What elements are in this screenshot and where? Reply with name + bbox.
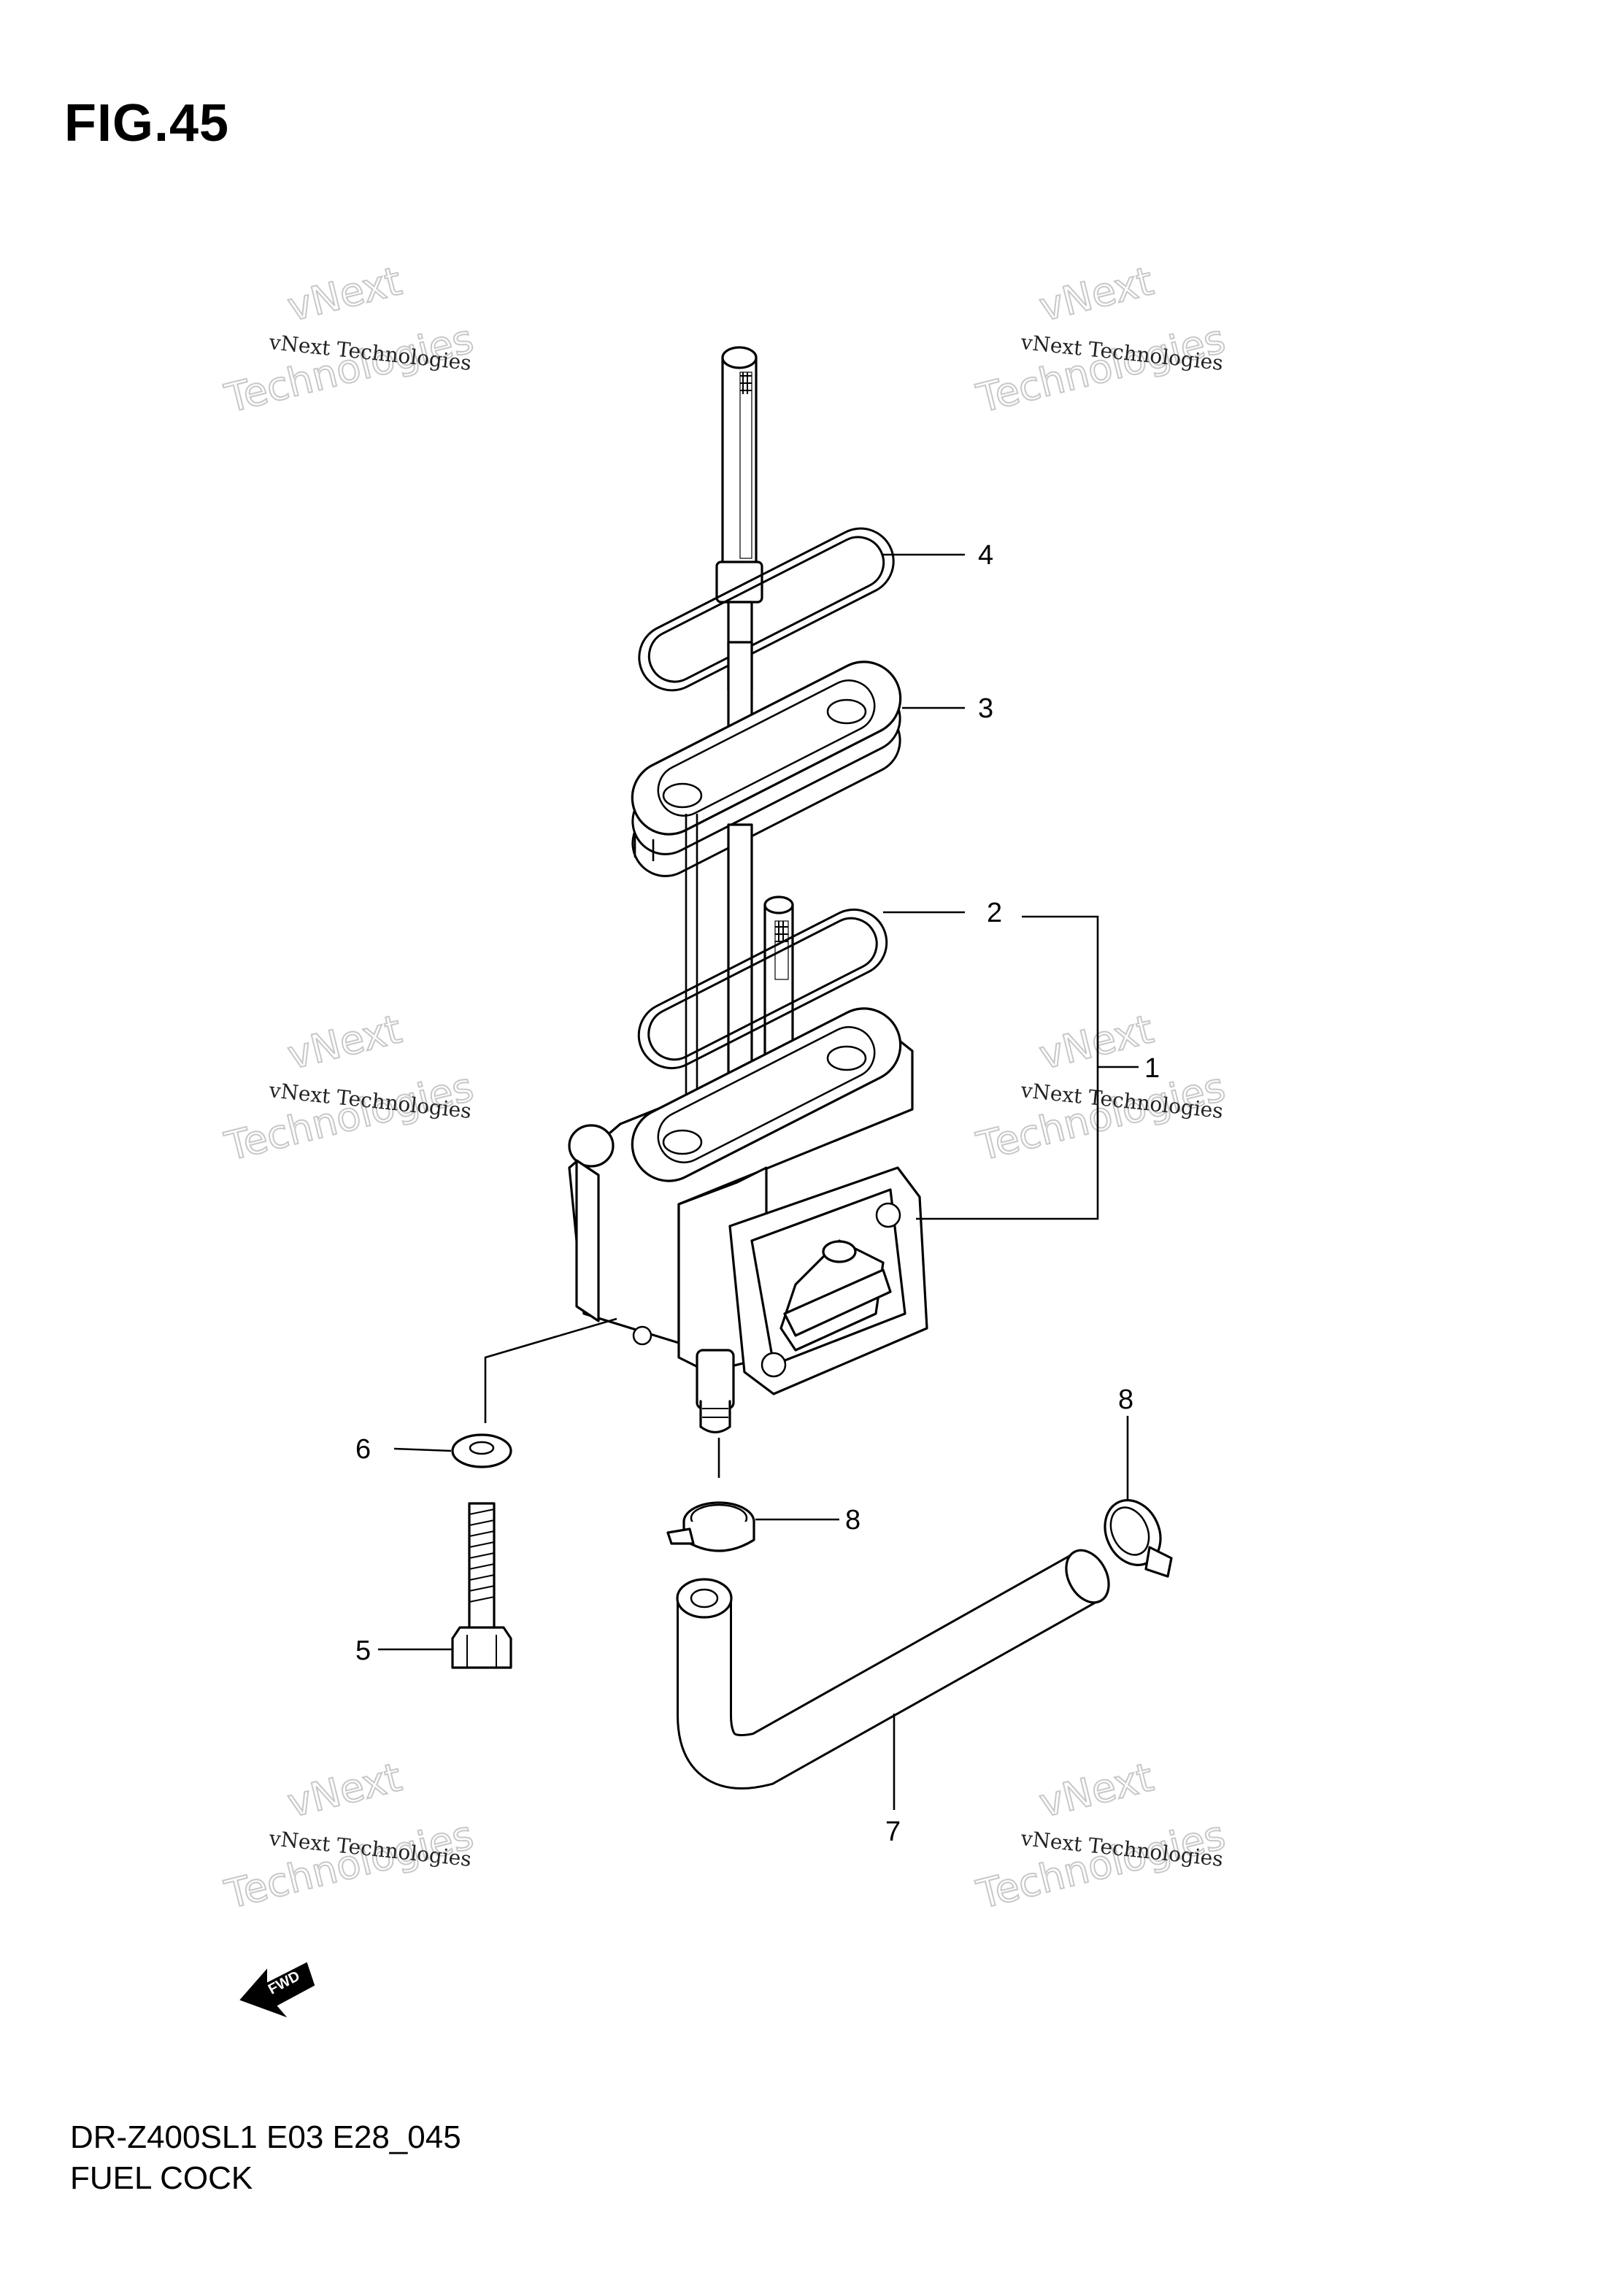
callout-8-right: 8 bbox=[1118, 1384, 1133, 1415]
strainer-tube-main bbox=[715, 346, 763, 691]
o-ring-upper bbox=[638, 527, 895, 692]
watermark-bottom-right: vNext Technologies vNext Technologies bbox=[971, 1753, 1231, 1919]
forward-arrow-icon: FWD bbox=[239, 1962, 315, 2018]
watermark-top-left: vNext Technologies vNext Technologies bbox=[220, 257, 479, 423]
svg-text:vNext: vNext bbox=[283, 1006, 406, 1078]
watermark-top-right: vNext Technologies vNext Technologies bbox=[971, 257, 1231, 423]
hose-clamp-right bbox=[1104, 1499, 1173, 1578]
fuel-cock-body bbox=[568, 1007, 928, 1434]
section-name: FUEL COCK bbox=[70, 2160, 253, 2196]
callout-1: 1 bbox=[1144, 1053, 1160, 1084]
svg-text:vNext: vNext bbox=[1035, 1754, 1158, 1826]
watermark-bottom-left: vNext Technologies vNext Technologies bbox=[220, 1753, 479, 1919]
spacer bbox=[631, 660, 902, 877]
washer bbox=[451, 1433, 512, 1468]
callout-8-left: 8 bbox=[845, 1505, 860, 1536]
callout-6: 6 bbox=[355, 1434, 371, 1465]
callout-4: 4 bbox=[978, 540, 993, 571]
svg-text:vNext: vNext bbox=[283, 258, 406, 330]
o-ring-lower bbox=[637, 908, 888, 1070]
svg-text:vNext: vNext bbox=[1035, 258, 1158, 330]
leader-lines bbox=[378, 553, 1139, 1810]
svg-text:vNext: vNext bbox=[283, 1754, 406, 1826]
model-code: DR-Z400SL1 E03 E28_045 bbox=[70, 2119, 461, 2155]
strainer-short bbox=[763, 895, 794, 1060]
svg-text:vNext: vNext bbox=[1035, 1006, 1158, 1078]
callout-2: 2 bbox=[987, 898, 1002, 928]
hose-clamp-left bbox=[666, 1501, 755, 1552]
callout-5: 5 bbox=[355, 1636, 371, 1666]
callout-3: 3 bbox=[978, 693, 993, 724]
bolt bbox=[451, 1502, 512, 1669]
watermark-mid-left: vNext Technologies vNext Technologies bbox=[220, 1005, 479, 1171]
figure-title: FIG.45 bbox=[64, 94, 230, 153]
fuel-hose bbox=[676, 1549, 1110, 1790]
watermark-mid-right: vNext Technologies vNext Technologies bbox=[971, 1005, 1231, 1171]
callout-7: 7 bbox=[885, 1817, 901, 1847]
